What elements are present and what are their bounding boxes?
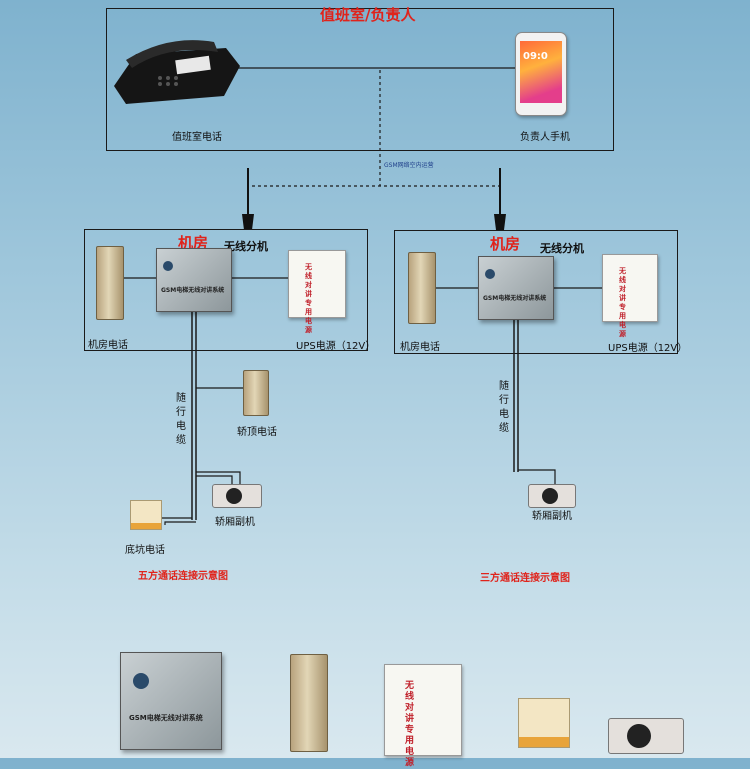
product-cabinet-text: GSM电梯无线对讲系统 — [129, 714, 203, 722]
left-cable-label: 随行电缆 — [176, 393, 186, 446]
right-room-label: 机房 — [490, 235, 521, 253]
left-machine-room-frame — [84, 229, 368, 351]
left-room-phone-label: 机房电话 — [88, 340, 128, 351]
product-ups-icon: 无线对讲专用电源 — [384, 664, 462, 768]
right-machine-room-frame — [394, 230, 678, 354]
right-caption: 三方通话连接示意图 — [480, 573, 570, 584]
product-pit-phone-icon — [518, 698, 570, 748]
right-ups-label: UPS电源（12V） — [608, 343, 688, 354]
duty-room-frame — [106, 8, 614, 151]
left-car-sub-label: 轿厢副机 — [215, 517, 255, 528]
right-room-phone-label: 机房电话 — [400, 342, 440, 353]
right-car-sub-unit-icon — [528, 484, 576, 508]
car-top-phone-icon — [243, 370, 269, 416]
left-ups-icon: 无线对讲专用电源 — [288, 250, 346, 334]
right-cabinet-text: GSM电梯无线对讲系统 — [483, 295, 547, 302]
left-antenna-icon — [242, 168, 254, 230]
right-car-sub-label: 轿厢副机 — [532, 511, 572, 522]
product-ups-text: 无线对讲专用电源 — [405, 681, 415, 768]
duty-phone-label: 值班室电话 — [172, 132, 222, 143]
left-ups-text: 无线对讲专用电源 — [305, 263, 312, 334]
left-room-label: 机房 — [178, 234, 209, 252]
desk-phone-icon — [114, 40, 240, 104]
right-wireless-label: 无线分机 — [540, 242, 584, 255]
right-ups-icon: 无线对讲专用电源 — [602, 254, 658, 338]
left-room-phone-icon — [96, 246, 124, 320]
product-handset-icon — [290, 654, 328, 752]
right-ups-text: 无线对讲专用电源 — [619, 267, 626, 338]
product-car-sub-unit-icon — [608, 718, 684, 754]
car-top-phone-label: 轿顶电话 — [237, 427, 277, 438]
left-ups-label: UPS电源（12V） — [296, 341, 376, 352]
right-antenna-icon — [494, 168, 506, 230]
mobile-phone-icon: 09:0 — [515, 32, 567, 116]
right-cable-label: 随行电缆 — [499, 381, 509, 434]
pit-phone-label: 底坑电话 — [125, 545, 165, 556]
mobile-label: 负责人手机 — [520, 132, 570, 143]
product-gsm-cabinet-icon: GSM电梯无线对讲系统 — [120, 652, 222, 750]
right-gsm-cabinet-icon: GSM电梯无线对讲系统 — [478, 256, 554, 320]
phone-time: 09:0 — [523, 51, 548, 62]
right-room-phone-icon — [408, 252, 436, 324]
gsm-note: GSM网络空内运营 — [384, 162, 434, 169]
pit-phone-icon — [130, 500, 162, 530]
left-cabinet-text: GSM电梯无线对讲系统 — [161, 287, 225, 294]
left-wireless-label: 无线分机 — [224, 240, 268, 253]
duty-room-title: 值班室/负责人 — [320, 6, 416, 24]
left-gsm-cabinet-icon: GSM电梯无线对讲系统 — [156, 248, 232, 312]
left-caption: 五方通话连接示意图 — [138, 571, 228, 582]
left-car-sub-unit-icon — [212, 484, 262, 508]
